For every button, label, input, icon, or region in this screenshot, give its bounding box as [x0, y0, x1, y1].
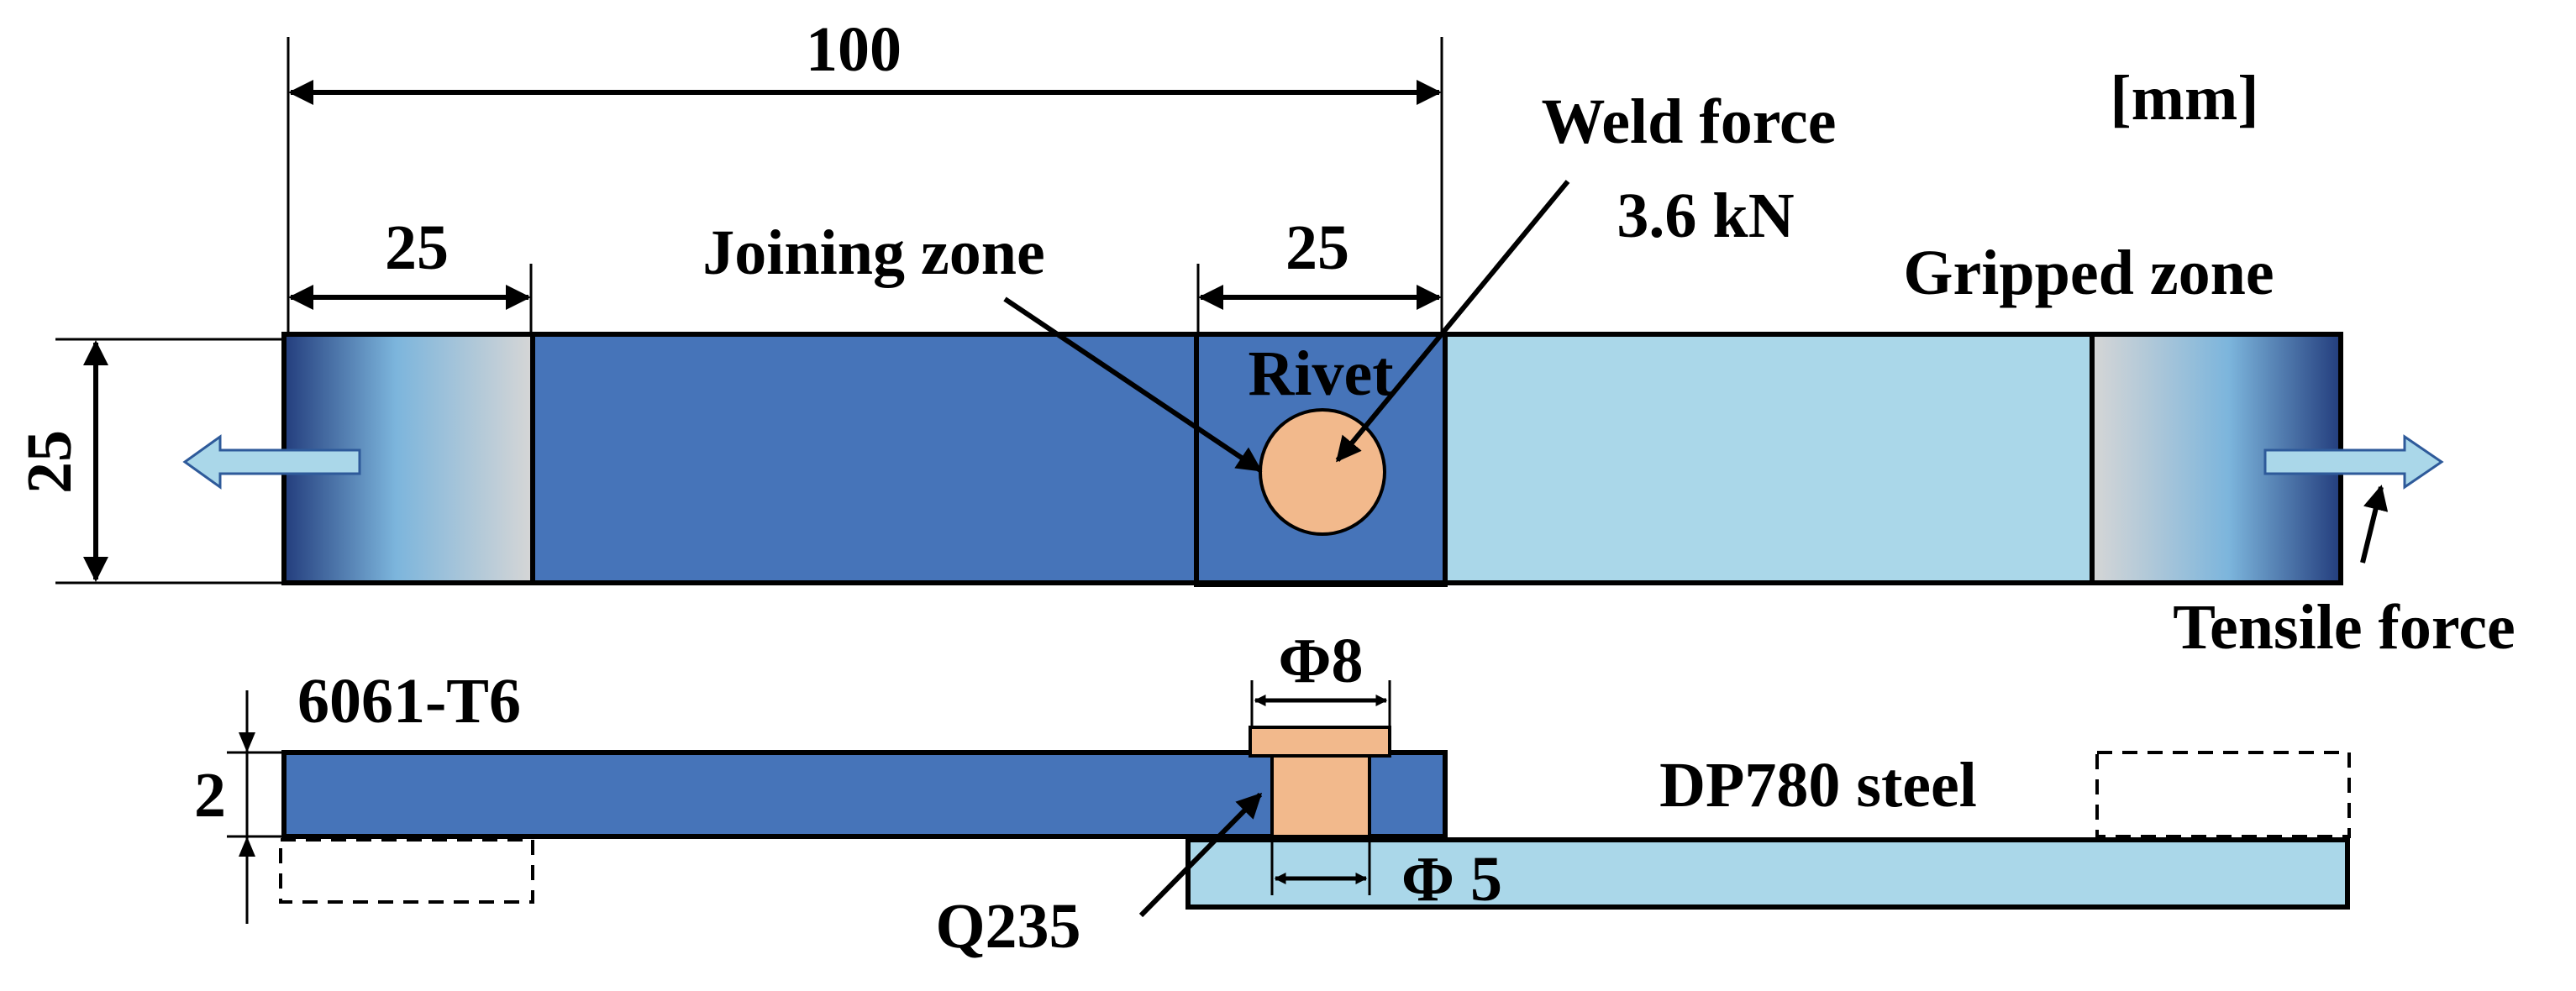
joining-zone-box — [1194, 332, 1448, 587]
rivet-material-label: Q235 — [935, 891, 1080, 962]
dim-overall-length: 100 — [806, 14, 902, 85]
weld-force-title: Weld force — [1541, 87, 1836, 157]
aluminum-label: 6061-T6 — [297, 666, 521, 737]
grip-placeholder-right — [2095, 751, 2351, 838]
steel-sheet-side — [1185, 837, 2350, 910]
rivet-shank-side — [1270, 754, 1371, 838]
tensile-force-leader — [2360, 485, 2389, 564]
dim-width: 25 — [14, 430, 85, 494]
tensile-arrow-right — [2263, 434, 2444, 490]
gripped-zone-label: Gripped zone — [1903, 238, 2274, 308]
units-label: [mm] — [2110, 63, 2258, 134]
dim-overlap-length: 25 — [1285, 212, 1349, 283]
steel-sheet-top — [1443, 332, 2095, 585]
rivet-material-leader — [1138, 792, 1263, 918]
dim-thickness: 2 — [194, 760, 226, 831]
joining-zone-label: Joining zone — [702, 218, 1045, 288]
rivet-head-side — [1249, 726, 1391, 758]
weld-force-value: 3.6 kN — [1617, 181, 1794, 251]
rivet-label: Rivet — [1248, 338, 1393, 409]
joining-zone-leader — [1003, 296, 1263, 473]
dim-grip-length: 25 — [385, 212, 449, 283]
grip-placeholder-left — [279, 838, 534, 904]
dim-rivet-head-diameter: Φ8 — [1278, 626, 1363, 696]
tensile-arrow-left — [182, 434, 361, 490]
weld-force-leader — [1335, 180, 1570, 463]
dim-rivet-shank-diameter: Φ 5 — [1401, 844, 1502, 915]
tensile-force-label: Tensile force — [2173, 592, 2515, 663]
steel-label: DP780 steel — [1659, 750, 1977, 821]
